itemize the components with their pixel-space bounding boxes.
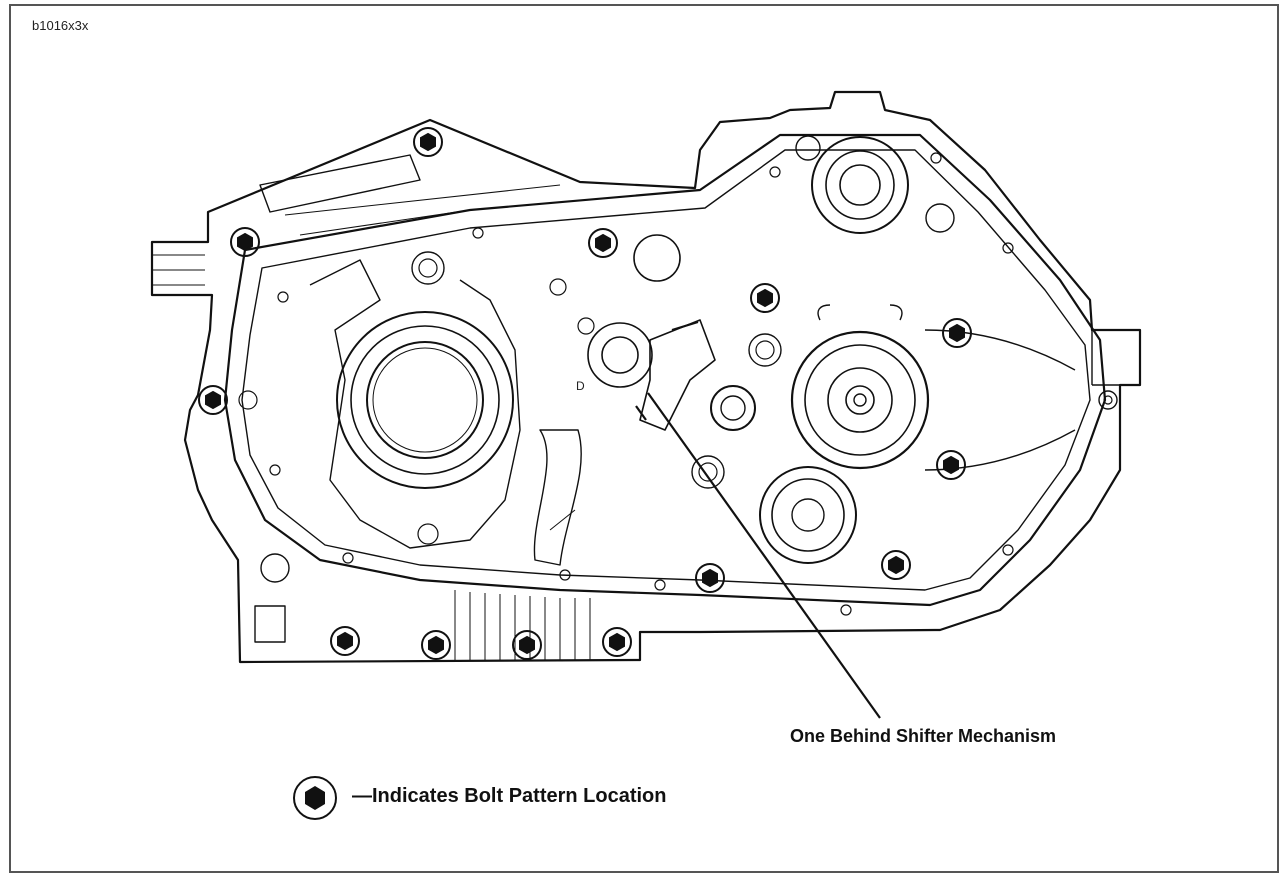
bolt-marker [588,228,618,258]
bolt-marker [750,283,780,313]
callout-leader [647,392,881,719]
figure-frame [9,4,1279,873]
legend-label: —Indicates Bolt Pattern Location [352,785,667,807]
bolt-markers [198,127,972,660]
legend-bolt-icon [293,776,337,820]
bolt-marker [936,450,966,480]
figure-id-label: b1016x3x [32,18,89,33]
bolt-marker [942,318,972,348]
bolt-marker [512,630,542,660]
bolt-marker [230,227,260,257]
callout-label: One Behind Shifter Mechanism [790,726,1057,746]
bolt-marker [421,630,451,660]
bolt-marker [602,627,632,657]
case-outline [150,90,1142,664]
bolt-marker [413,127,443,157]
bolt-marker [198,385,228,415]
bolt-marker [881,550,911,580]
bolt-marker [330,626,360,656]
gasket-outline [223,133,1107,607]
bolt-marker [695,563,725,593]
part-marker-label: D [576,379,585,393]
